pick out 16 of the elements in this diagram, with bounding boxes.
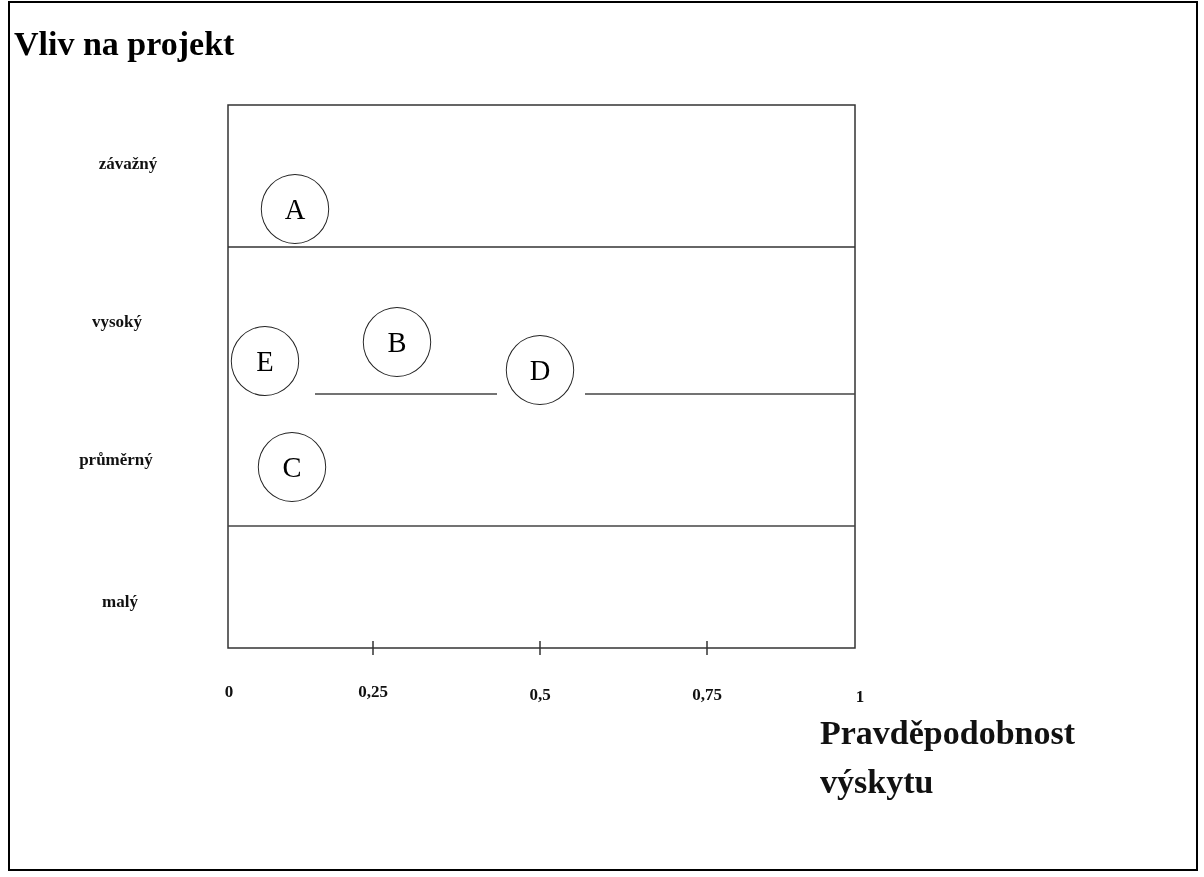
risk-circle: A bbox=[260, 174, 330, 244]
tick-label: 0,75 bbox=[692, 684, 722, 706]
category-label: vysoký bbox=[91, 311, 143, 333]
risk-circle: C bbox=[257, 432, 327, 502]
category-label: malý bbox=[102, 591, 138, 613]
risk-circle: E bbox=[230, 326, 300, 396]
axis-title: Pravděpodobnost výskytu bbox=[820, 713, 1077, 803]
tick-label: 0 bbox=[224, 681, 234, 703]
tick-label: 0,25 bbox=[358, 681, 388, 703]
category-label: závažný bbox=[98, 153, 158, 175]
tick-label: 0,5 bbox=[529, 684, 551, 706]
category-label: průměrný bbox=[79, 449, 153, 471]
axis-title: Vliv na projekt bbox=[14, 25, 235, 63]
risk-circle: B bbox=[362, 307, 432, 377]
risk-circle: D bbox=[505, 335, 575, 405]
tick-label: 1 bbox=[855, 686, 865, 708]
